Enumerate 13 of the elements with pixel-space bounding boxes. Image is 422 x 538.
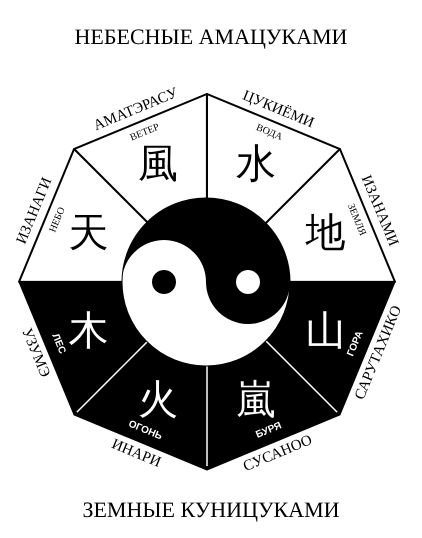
kanji-character: 火 — [138, 380, 178, 420]
kanji-character: 地 — [305, 213, 346, 253]
element-label: НЕБО — [48, 206, 68, 234]
kanji-character: 水 — [236, 144, 276, 184]
kanji-character: 天 — [68, 213, 109, 253]
kanji-character: 山 — [305, 310, 346, 351]
kanji-character: 風 — [138, 144, 178, 184]
caption: ЗЕМНЫЕ КУНИЦУКАМИ — [82, 499, 340, 521]
kanji-character: 嵐 — [236, 380, 276, 420]
element-label: БУРЯ — [254, 421, 283, 440]
title: НЕБЕСНЫЕ АМАЦУКАМИ — [74, 26, 348, 48]
element-label: ЛЕС — [50, 332, 67, 356]
kanji-character: 木 — [68, 310, 109, 351]
